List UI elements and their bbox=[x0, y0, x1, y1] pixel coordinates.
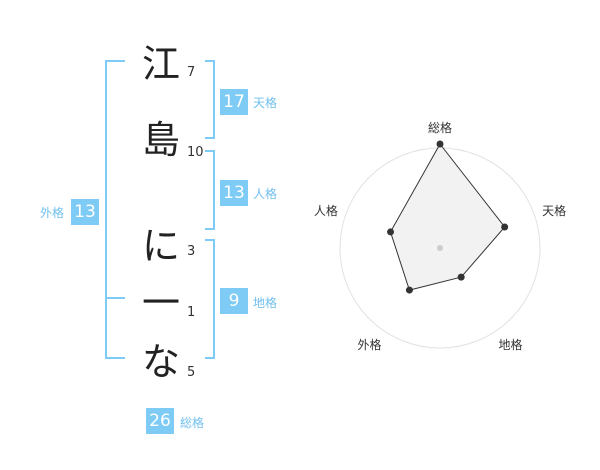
stroke-count-1: 7 bbox=[187, 65, 196, 80]
radar-point-3 bbox=[457, 273, 465, 281]
radar-point-4 bbox=[405, 286, 413, 294]
gaikaku-bracket-spine bbox=[105, 60, 107, 359]
jinkaku-bracket-spine bbox=[213, 150, 215, 230]
jinkaku-label: 人格 bbox=[253, 187, 278, 201]
chikaku-value-badge: 9 bbox=[220, 288, 248, 314]
radar-axis-label-2: 天格 bbox=[542, 203, 566, 218]
chikaku-bracket-top bbox=[205, 239, 215, 241]
name-char-3: に bbox=[141, 224, 180, 268]
stroke-count-3: 3 bbox=[187, 244, 196, 259]
tenkaku-bracket-spine bbox=[213, 60, 215, 139]
tenkaku-bracket-top bbox=[205, 60, 215, 62]
tenkaku-value-badge: 17 bbox=[220, 89, 248, 115]
name-char-5: な bbox=[141, 340, 180, 384]
stroke-count-2: 10 bbox=[187, 145, 204, 160]
name-char-4: 一 bbox=[141, 281, 180, 325]
gaikaku-value-badge: 13 bbox=[71, 199, 99, 225]
radar-data-area bbox=[389, 143, 506, 291]
gaikaku-bracket-bottom bbox=[105, 357, 125, 359]
gaikaku-label: 外格 bbox=[40, 206, 65, 220]
radar-axis-label-1: 総格 bbox=[428, 120, 452, 135]
gaikaku-bracket-top bbox=[105, 60, 125, 62]
radar-axis-label-5: 人格 bbox=[314, 203, 338, 218]
jinkaku-value-badge: 13 bbox=[220, 180, 248, 206]
radar-point-2 bbox=[501, 223, 509, 231]
jinkaku-bracket-top bbox=[205, 150, 215, 152]
jinkaku-bracket-bottom bbox=[205, 228, 215, 230]
name-char-1: 江 bbox=[141, 42, 180, 86]
radar-point-5 bbox=[387, 228, 395, 236]
chikaku-bracket-bottom bbox=[205, 357, 215, 359]
stroke-count-5: 5 bbox=[187, 365, 196, 380]
stroke-count-4: 1 bbox=[187, 305, 196, 320]
radar-axis-label-4: 外格 bbox=[357, 337, 381, 352]
soukaku-label: 総格 bbox=[180, 416, 205, 430]
radar-point-1 bbox=[436, 140, 444, 148]
tenkaku-bracket-bottom bbox=[205, 137, 215, 139]
radar-center-dot bbox=[437, 245, 443, 251]
gaikaku-bracket-mid bbox=[105, 297, 125, 299]
chikaku-label: 地格 bbox=[253, 296, 278, 310]
name-char-2: 島 bbox=[141, 118, 180, 162]
chikaku-bracket-spine bbox=[213, 239, 215, 359]
radar-axis-label-3: 地格 bbox=[498, 337, 522, 352]
tenkaku-label: 天格 bbox=[253, 96, 278, 110]
soukaku-value-badge: 26 bbox=[146, 408, 174, 434]
